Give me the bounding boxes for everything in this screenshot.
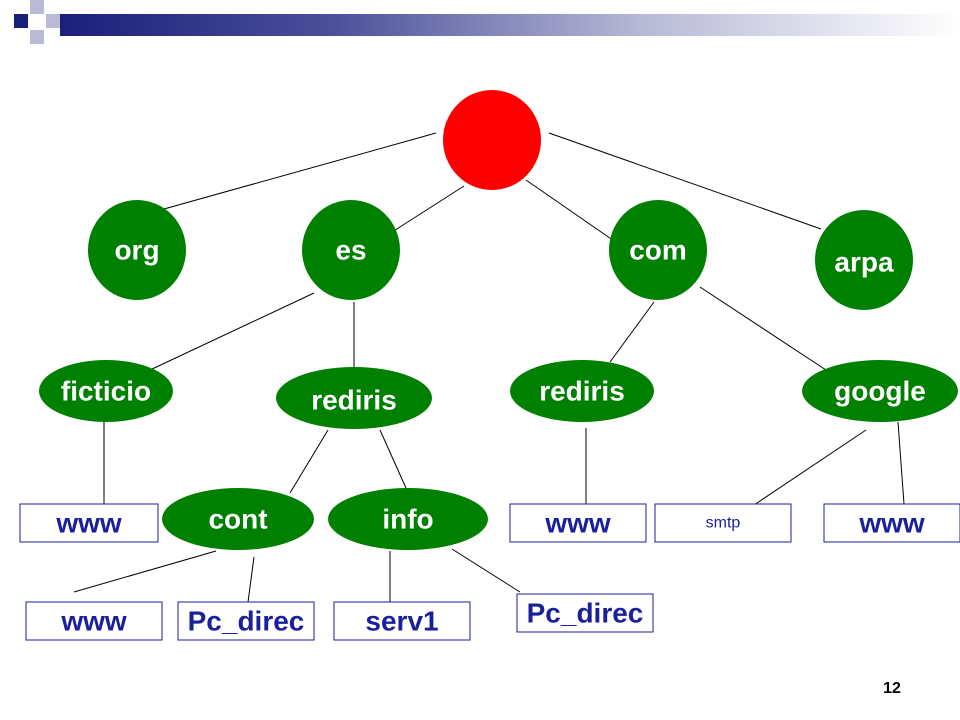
page-number: 12 <box>883 680 901 697</box>
box-www-rediris-com <box>509 503 647 543</box>
node-arpa-label: arpa <box>834 247 894 278</box>
edges <box>73 132 905 603</box>
box-www-cont-label: www <box>60 606 127 637</box>
edge-google-smtp <box>753 429 867 506</box>
header-square-1 <box>14 14 28 28</box>
box-pcdirec-cont <box>177 601 315 641</box>
box-serv1-info-label: serv1 <box>365 606 438 637</box>
header-square-3 <box>30 30 44 44</box>
edge-com-rediris <box>609 301 655 363</box>
edge-root-com <box>525 179 618 244</box>
node-rediris-com-label: rediris <box>539 376 625 407</box>
node-google-label: google <box>834 376 926 407</box>
box-pcdirec-info-label: Pc_direc <box>527 598 644 629</box>
box-www-google <box>823 503 960 543</box>
edge-root-es <box>388 185 465 235</box>
header-banner <box>60 14 960 36</box>
node-info <box>328 488 488 550</box>
edge-google-www <box>897 421 905 505</box>
node-com-label: com <box>629 235 687 266</box>
node-google <box>802 360 958 422</box>
edge-root-arpa <box>548 132 822 230</box>
box-www-cont <box>25 601 163 641</box>
node-es <box>302 200 400 300</box>
node-rediris-com <box>510 360 654 422</box>
node-ficticio-label: ficticio <box>61 376 151 407</box>
box-www-google-label: www <box>858 508 925 539</box>
header-square-4 <box>46 14 60 28</box>
node-cont-label: cont <box>208 504 267 535</box>
box-www-ficticio <box>19 503 159 543</box>
header-square-2 <box>30 0 44 14</box>
edge-es-ficticio <box>149 292 315 371</box>
node-org-label: org <box>114 235 159 266</box>
node-rediris-es <box>276 367 432 429</box>
box-smtp-google <box>654 503 792 543</box>
edge-cont-pcdirec <box>247 556 255 603</box>
edge-rediris-cont <box>289 429 329 494</box>
node-es-label: es <box>335 235 366 266</box>
edge-info-pcdirec <box>451 548 521 593</box>
node-arpa <box>815 210 913 310</box>
box-www-ficticio-label: www <box>55 508 122 539</box>
box-pcdirec-info <box>516 593 654 633</box>
node-cont <box>162 488 314 550</box>
node-org <box>88 200 186 300</box>
box-www-rediris-com-label: www <box>544 508 611 539</box>
edge-root-org <box>145 132 437 215</box>
edge-rediris-info <box>379 429 407 489</box>
node-rediris-es-label: rediris <box>311 385 397 416</box>
node-ficticio <box>39 360 173 422</box>
edge-cont-www <box>73 550 217 593</box>
box-serv1-info <box>333 601 471 641</box>
node-com <box>609 200 707 300</box>
node-info-label: info <box>382 504 433 535</box>
box-smtp-google-label: smtp <box>706 515 741 532</box>
edge-com-google <box>699 286 827 371</box>
box-pcdirec-cont-label: Pc_direc <box>188 606 305 637</box>
root-node <box>443 90 541 190</box>
